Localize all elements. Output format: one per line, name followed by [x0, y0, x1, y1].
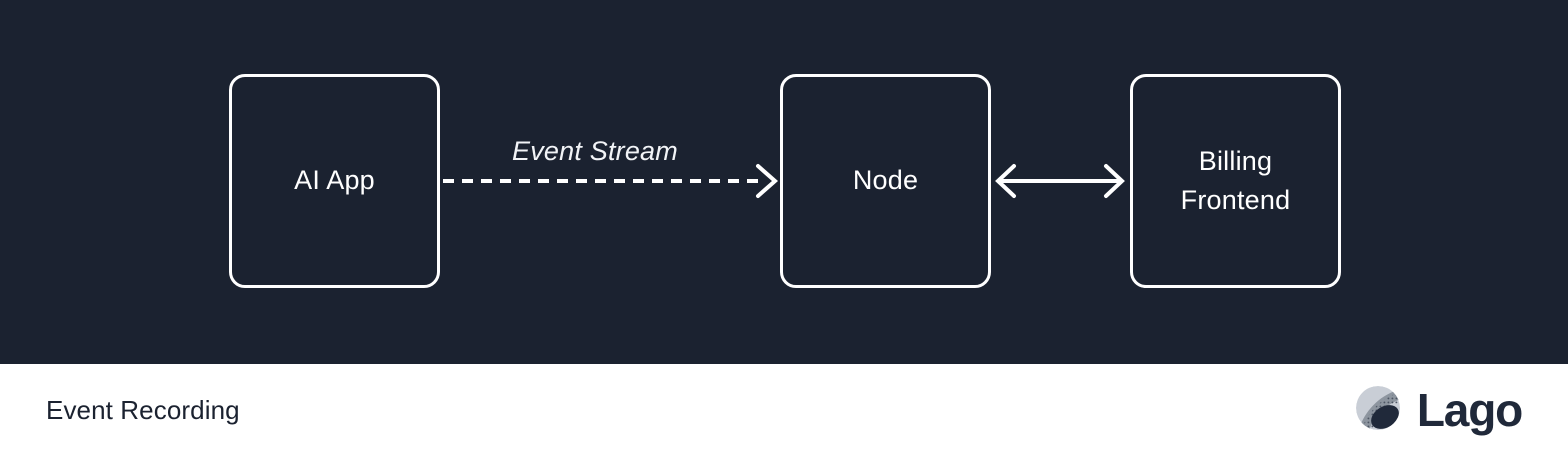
edge-ai-app-to-node: [443, 164, 779, 198]
edge-label-event-stream: Event Stream: [512, 136, 678, 166]
figure-caption: Event Recording: [46, 394, 240, 425]
edge-node-to-billing: [995, 164, 1125, 198]
diagram-node-node[interactable]: Node: [780, 74, 991, 288]
diagram-node-label: Billing Frontend: [1180, 145, 1291, 215]
arrowhead-right-icon: [756, 164, 779, 198]
arrowhead-right-icon: [1104, 164, 1125, 198]
diagram-node-ai-app[interactable]: AI App: [229, 74, 440, 288]
diagram-panel: AI App Node Billing Frontend Event Strea…: [0, 0, 1568, 364]
diagram-node-label: AI App: [294, 165, 375, 196]
diagram-connectors-layer: [443, 164, 1125, 198]
lago-wordmark: Lago: [1416, 384, 1523, 436]
lago-sphere-logo-icon: [1352, 382, 1404, 439]
lago-brand-logo: Lago: [1352, 382, 1523, 439]
diagram-node-label: Node: [852, 165, 919, 196]
footer-bar: Event Recording: [0, 364, 1568, 456]
diagram-node-billing-frontend[interactable]: Billing Frontend: [1130, 74, 1341, 288]
arrowhead-left-icon: [995, 164, 1016, 198]
